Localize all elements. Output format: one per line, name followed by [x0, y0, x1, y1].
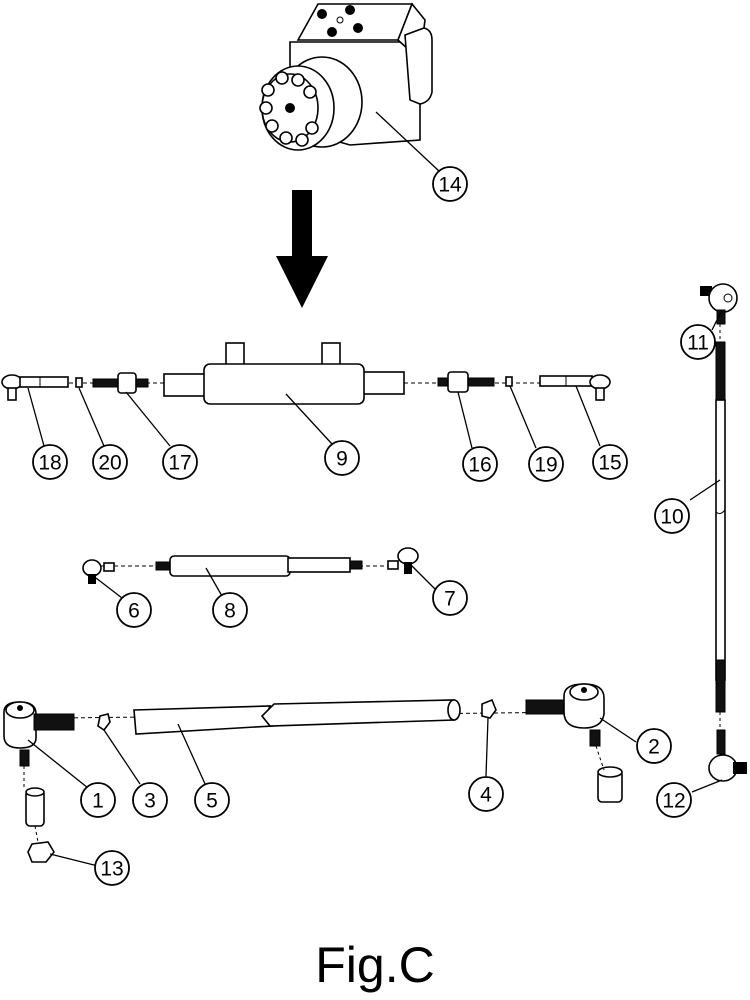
rod-part-8 — [155, 555, 363, 577]
nut-part-3 — [97, 713, 111, 732]
svg-text:5: 5 — [206, 790, 218, 813]
steering-unit-part-14 — [259, 2, 433, 151]
callout-3: 3 — [132, 782, 168, 818]
svg-text:3: 3 — [144, 790, 156, 813]
svg-text:6: 6 — [128, 600, 140, 623]
callout-17: 17 — [162, 444, 198, 480]
svg-text:8: 8 — [224, 600, 236, 623]
svg-text:13: 13 — [100, 858, 123, 881]
tie-rod-part-10 — [715, 341, 726, 713]
svg-text:15: 15 — [598, 452, 621, 475]
arrow-down-icon — [276, 190, 328, 308]
rod-end-part-18 — [1, 374, 69, 401]
callout-9: 9 — [324, 440, 360, 476]
callout-16: 16 — [462, 446, 498, 482]
svg-text:20: 20 — [98, 452, 121, 475]
washer-part-20 — [75, 377, 83, 388]
rod-end-part-2 — [525, 683, 605, 747]
callout-14: 14 — [432, 166, 468, 202]
rod-end-part-15 — [539, 374, 611, 401]
nut-part-16 — [437, 371, 495, 393]
ball-joint-part-11 — [700, 283, 738, 325]
callout-18: 18 — [32, 444, 68, 480]
callout-5: 5 — [194, 782, 230, 818]
svg-text:2: 2 — [648, 736, 660, 759]
rod-end-part-1 — [3, 701, 75, 767]
leader-lines — [27, 111, 723, 867]
svg-text:16: 16 — [468, 454, 491, 477]
callout-11: 11 — [680, 324, 716, 360]
svg-text:11: 11 — [687, 332, 709, 355]
svg-text:1: 1 — [92, 790, 104, 813]
callout-10: 10 — [654, 498, 690, 534]
hydraulic-cylinder-part-9 — [163, 342, 405, 405]
callout-7: 7 — [432, 580, 468, 616]
tube-part-5 — [133, 699, 461, 735]
callout-20: 20 — [92, 444, 128, 480]
svg-text:19: 19 — [534, 454, 557, 477]
callout-15: 15 — [592, 444, 628, 480]
svg-text:12: 12 — [662, 790, 685, 813]
spacer-part-2-boss — [597, 766, 623, 803]
callout-19: 19 — [528, 446, 564, 482]
callout-6: 6 — [116, 592, 152, 628]
callout-8: 8 — [212, 592, 248, 628]
nut-part-4 — [481, 698, 497, 719]
spacer-part-13 — [25, 787, 55, 863]
callout-13: 13 — [94, 850, 130, 886]
svg-text:17: 17 — [168, 452, 191, 475]
ball-joint-part-7 — [387, 547, 419, 574]
figure-caption: Fig.C — [315, 937, 435, 993]
svg-text:9: 9 — [336, 448, 348, 471]
ball-joint-part-6 — [82, 559, 115, 584]
callout-4: 4 — [468, 776, 504, 812]
svg-text:4: 4 — [480, 784, 492, 807]
callout-12: 12 — [656, 782, 692, 818]
svg-text:7: 7 — [444, 588, 456, 611]
svg-text:18: 18 — [38, 452, 61, 475]
svg-text:14: 14 — [438, 174, 462, 197]
svg-text:10: 10 — [660, 506, 683, 529]
ball-joint-part-12 — [708, 729, 747, 782]
callout-2: 2 — [636, 728, 672, 764]
callout-1: 1 — [80, 782, 116, 818]
washer-part-19 — [505, 376, 513, 387]
nut-part-17 — [92, 372, 149, 394]
